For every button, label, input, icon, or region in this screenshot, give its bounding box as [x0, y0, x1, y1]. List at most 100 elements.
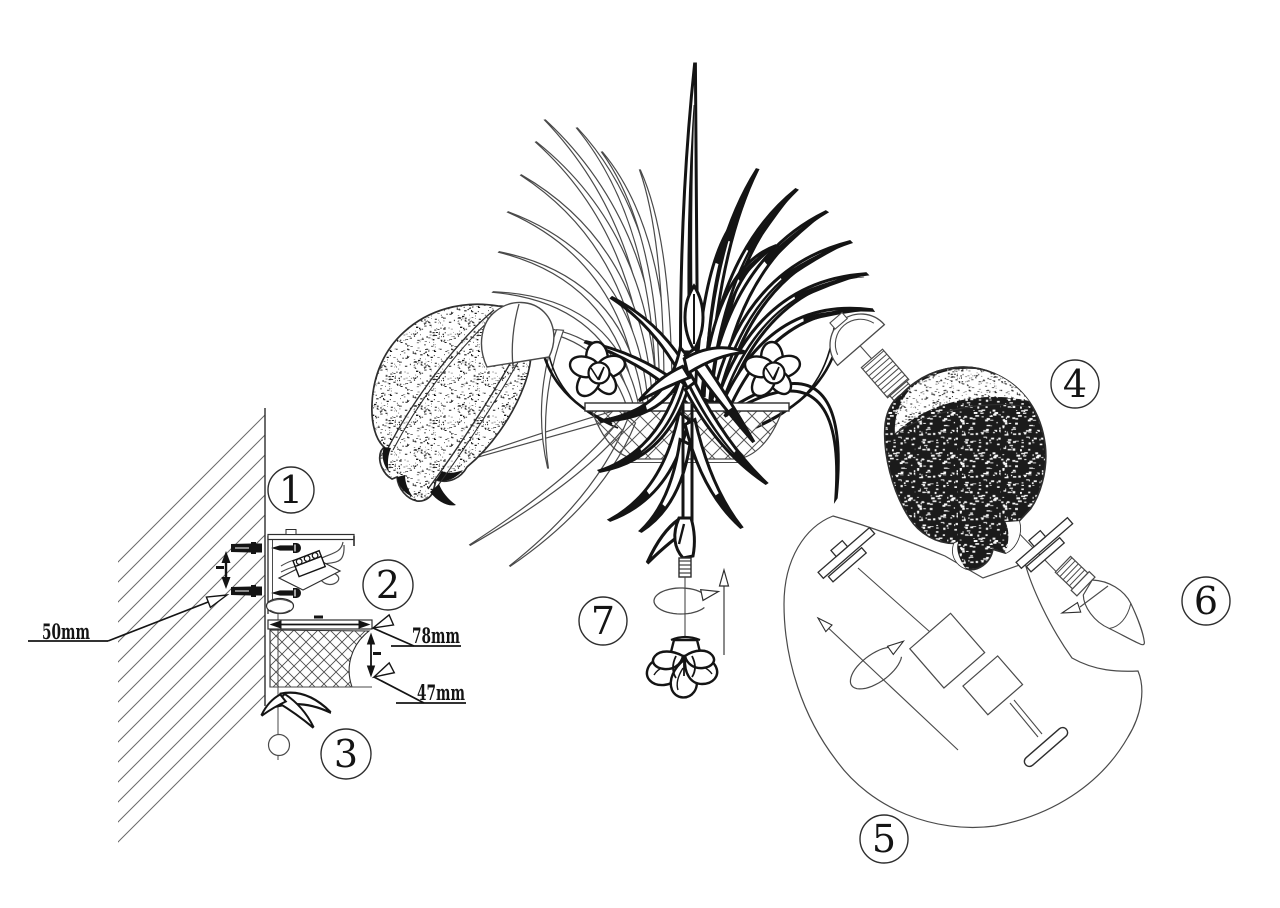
candle-bulb-group-line	[1062, 563, 1079, 581]
candle-bulb-group	[1054, 555, 1096, 597]
step-badge-1-circle	[267, 466, 315, 514]
finial-flower-path	[683, 649, 716, 670]
candle-bulb	[1054, 555, 1145, 646]
cap-nut-ellipse	[265, 597, 295, 615]
candle-bulb-group-rect	[1070, 570, 1096, 597]
rotation-arrow-path	[653, 587, 706, 615]
exploded-hardware-group	[908, 612, 986, 689]
flower-left-circle	[587, 361, 611, 385]
flower-left-path	[590, 366, 605, 381]
threaded-tube-line	[877, 367, 900, 387]
sconce-fixture	[451, 62, 876, 699]
step-number-6: 6	[1194, 579, 1218, 623]
drooping-leaves-path	[683, 379, 769, 486]
threaded-tube-line	[891, 383, 909, 399]
exploded-hardware-group	[1023, 726, 1069, 768]
central-spike-path	[687, 105, 695, 301]
anchor-spacing-arrow-rect	[216, 566, 224, 569]
step-badge-1: 1	[267, 466, 315, 514]
dim-47mm: 47mm	[417, 680, 465, 705]
dimension-drawing-path	[366, 665, 376, 678]
step-badge-5-circle	[859, 814, 909, 864]
mounting-bracket-rect	[285, 529, 297, 535]
dimension-drawing-path	[366, 632, 376, 645]
dimension-drawing	[267, 615, 381, 688]
dark-lampshade	[883, 366, 1047, 571]
wall-detail-finial	[260, 691, 332, 757]
step-badge-4-circle	[1050, 359, 1100, 409]
stem-assembly-path	[637, 364, 692, 403]
exploded-hardware-path	[886, 640, 906, 656]
drooping-leaves-path	[599, 448, 643, 472]
mounting-screw-rect	[280, 545, 293, 551]
wall-anchor	[231, 585, 262, 597]
step-badge-5: 5	[859, 814, 909, 864]
flower-right-circle	[762, 361, 786, 385]
step-badge-2: 2	[362, 559, 414, 611]
dimension-drawing-path	[358, 620, 371, 629]
stem-assembly-path	[682, 346, 746, 376]
bold-leaf-fan-path	[780, 241, 851, 283]
drooping-leaves-path	[727, 407, 754, 442]
wall-anchor-rect	[256, 586, 262, 596]
exploded-hardware-line	[821, 621, 959, 751]
stem-assembly-line	[677, 523, 686, 545]
finial-flower-path	[672, 655, 696, 679]
drooping-leaves-path	[683, 417, 744, 529]
step-badge-3: 3	[320, 728, 372, 780]
dimension-labels-path	[370, 613, 395, 630]
central-spike	[678, 62, 705, 354]
step-number-3: 3	[334, 732, 358, 776]
candle-bulb-path	[1060, 601, 1082, 614]
left-lampshade-path	[433, 349, 526, 492]
exploded-hardware-line	[1009, 702, 1039, 738]
anchor-spacing-arrow	[216, 551, 231, 589]
left-lampshade-path	[511, 303, 520, 367]
mounting-screw-polygon	[271, 545, 280, 551]
dimension-labels-line	[372, 627, 415, 647]
dimension-drawing-path	[269, 620, 282, 629]
cap-nut-path	[267, 599, 293, 614]
threaded-tube-line	[865, 353, 888, 373]
mounting-bracket-group-circle	[295, 558, 303, 565]
wall-plate-left-rect	[827, 546, 868, 583]
finial-flower-path	[670, 635, 701, 642]
wall-anchor-rect	[251, 542, 256, 554]
stem-assembly-path	[673, 516, 696, 560]
bold-leaf-fan-path	[763, 211, 827, 266]
thin-leaf-fan-path	[497, 251, 644, 413]
dimension-labels-path	[371, 661, 396, 679]
dimension-drawing-rect	[314, 615, 323, 619]
dark-lampshade-path	[901, 366, 996, 395]
step-badge-4: 4	[1050, 359, 1100, 409]
wall-hatch-area	[118, 408, 265, 853]
bold-leaf-fan-path	[720, 276, 865, 407]
mounting-screw	[271, 543, 301, 553]
step-badges: 1 2 3 4 5 6 7	[267, 359, 1231, 864]
wall-plate-right-rect	[1025, 536, 1066, 573]
step-badge-3-circle	[320, 728, 372, 780]
mounting-bracket-group	[292, 549, 327, 578]
left-lampshade-path	[480, 301, 555, 368]
candle-bulb-line	[1079, 585, 1109, 608]
threaded-tube-line	[871, 360, 894, 380]
rotation-arrow-path	[699, 589, 721, 602]
threaded-tube-line	[862, 350, 885, 370]
threaded-tube-line	[880, 371, 903, 391]
socket-cap-rect	[829, 311, 849, 330]
stem-assembly	[637, 346, 746, 637]
step-number-4: 4	[1063, 362, 1087, 406]
mounting-bracket-group-circle	[311, 552, 319, 559]
candle-bulb-group-line	[1069, 569, 1086, 587]
mounting-screw-polygon	[271, 590, 280, 596]
drooping-leaves-path	[640, 503, 666, 532]
dark-lampshade-path	[894, 368, 1029, 434]
wall-detail-finial-path	[260, 693, 288, 717]
exploded-hardware-path	[816, 616, 833, 633]
mounting-screw	[271, 588, 301, 598]
drooping-leaves-path	[714, 492, 742, 528]
flower-left	[568, 340, 626, 398]
anchor-spacing-arrow-path	[221, 551, 231, 563]
threaded-tube-line	[883, 374, 906, 394]
step-badge-6: 6	[1181, 576, 1231, 626]
